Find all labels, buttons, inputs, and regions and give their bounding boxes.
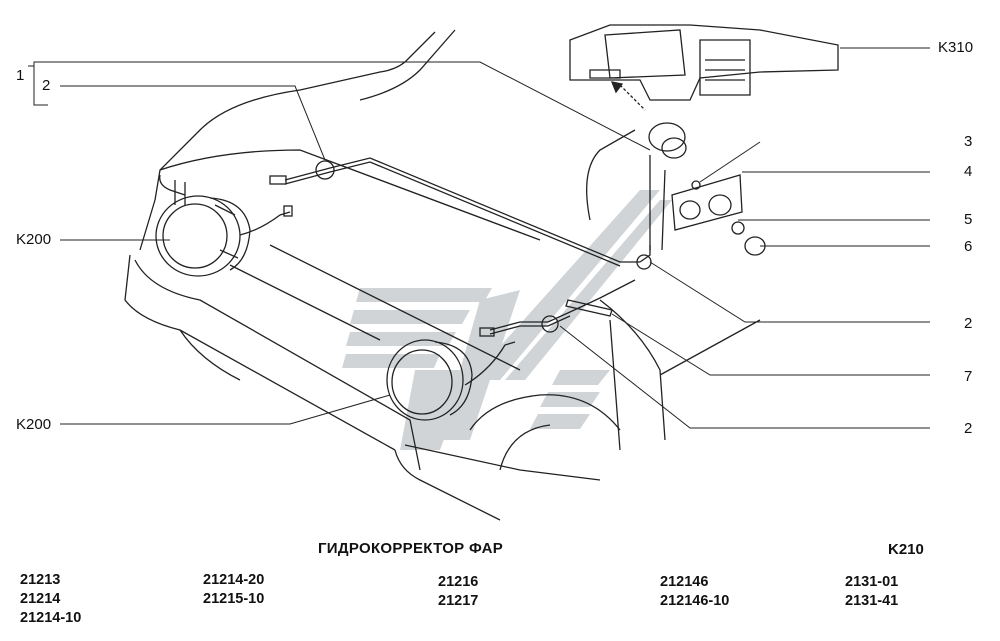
callout-5: 5 [964, 211, 973, 228]
model-column-4: 212146 212146-10 [660, 573, 729, 611]
diagram-title: ГИДРОКОРРЕКТОР ФАР [318, 540, 504, 557]
diagram-code: K210 [888, 541, 924, 558]
model-column-5: 2131-01 2131-41 [845, 573, 898, 611]
model-code: 21213 [20, 572, 61, 588]
model-column-1: 21213 21214 21214-10 [20, 571, 81, 628]
model-code: 2131-01 [845, 574, 899, 590]
model-column-3: 21216 21217 [438, 573, 478, 611]
model-code: 212146-10 [660, 593, 730, 609]
callout-3: 3 [964, 133, 973, 150]
callout-4: 4 [964, 163, 973, 180]
callout-2-top: 2 [42, 77, 51, 94]
callout-1: 1 [16, 67, 25, 84]
callout-k200-lower: K200 [16, 416, 52, 433]
model-code: 21216 [438, 574, 479, 590]
model-code: 21217 [438, 593, 479, 609]
model-column-2: 21214-20 21215-10 [203, 571, 264, 609]
callout-2-bottom: 2 [964, 420, 973, 437]
model-code: 21215-10 [203, 591, 265, 607]
model-code: 21214-20 [203, 572, 265, 588]
callout-leaders [28, 47, 930, 429]
model-code: 2131-41 [845, 593, 899, 609]
vehicle-outline [124, 24, 839, 521]
model-code: 21214 [20, 591, 61, 607]
model-code: 212146 [660, 574, 709, 590]
callout-k200-upper: K200 [16, 231, 52, 248]
callout-2-mid: 2 [964, 315, 973, 332]
callout-k310: K310 [938, 39, 974, 56]
callout-6: 6 [964, 238, 973, 255]
model-code: 21214-10 [20, 610, 82, 626]
callout-7: 7 [964, 368, 973, 385]
